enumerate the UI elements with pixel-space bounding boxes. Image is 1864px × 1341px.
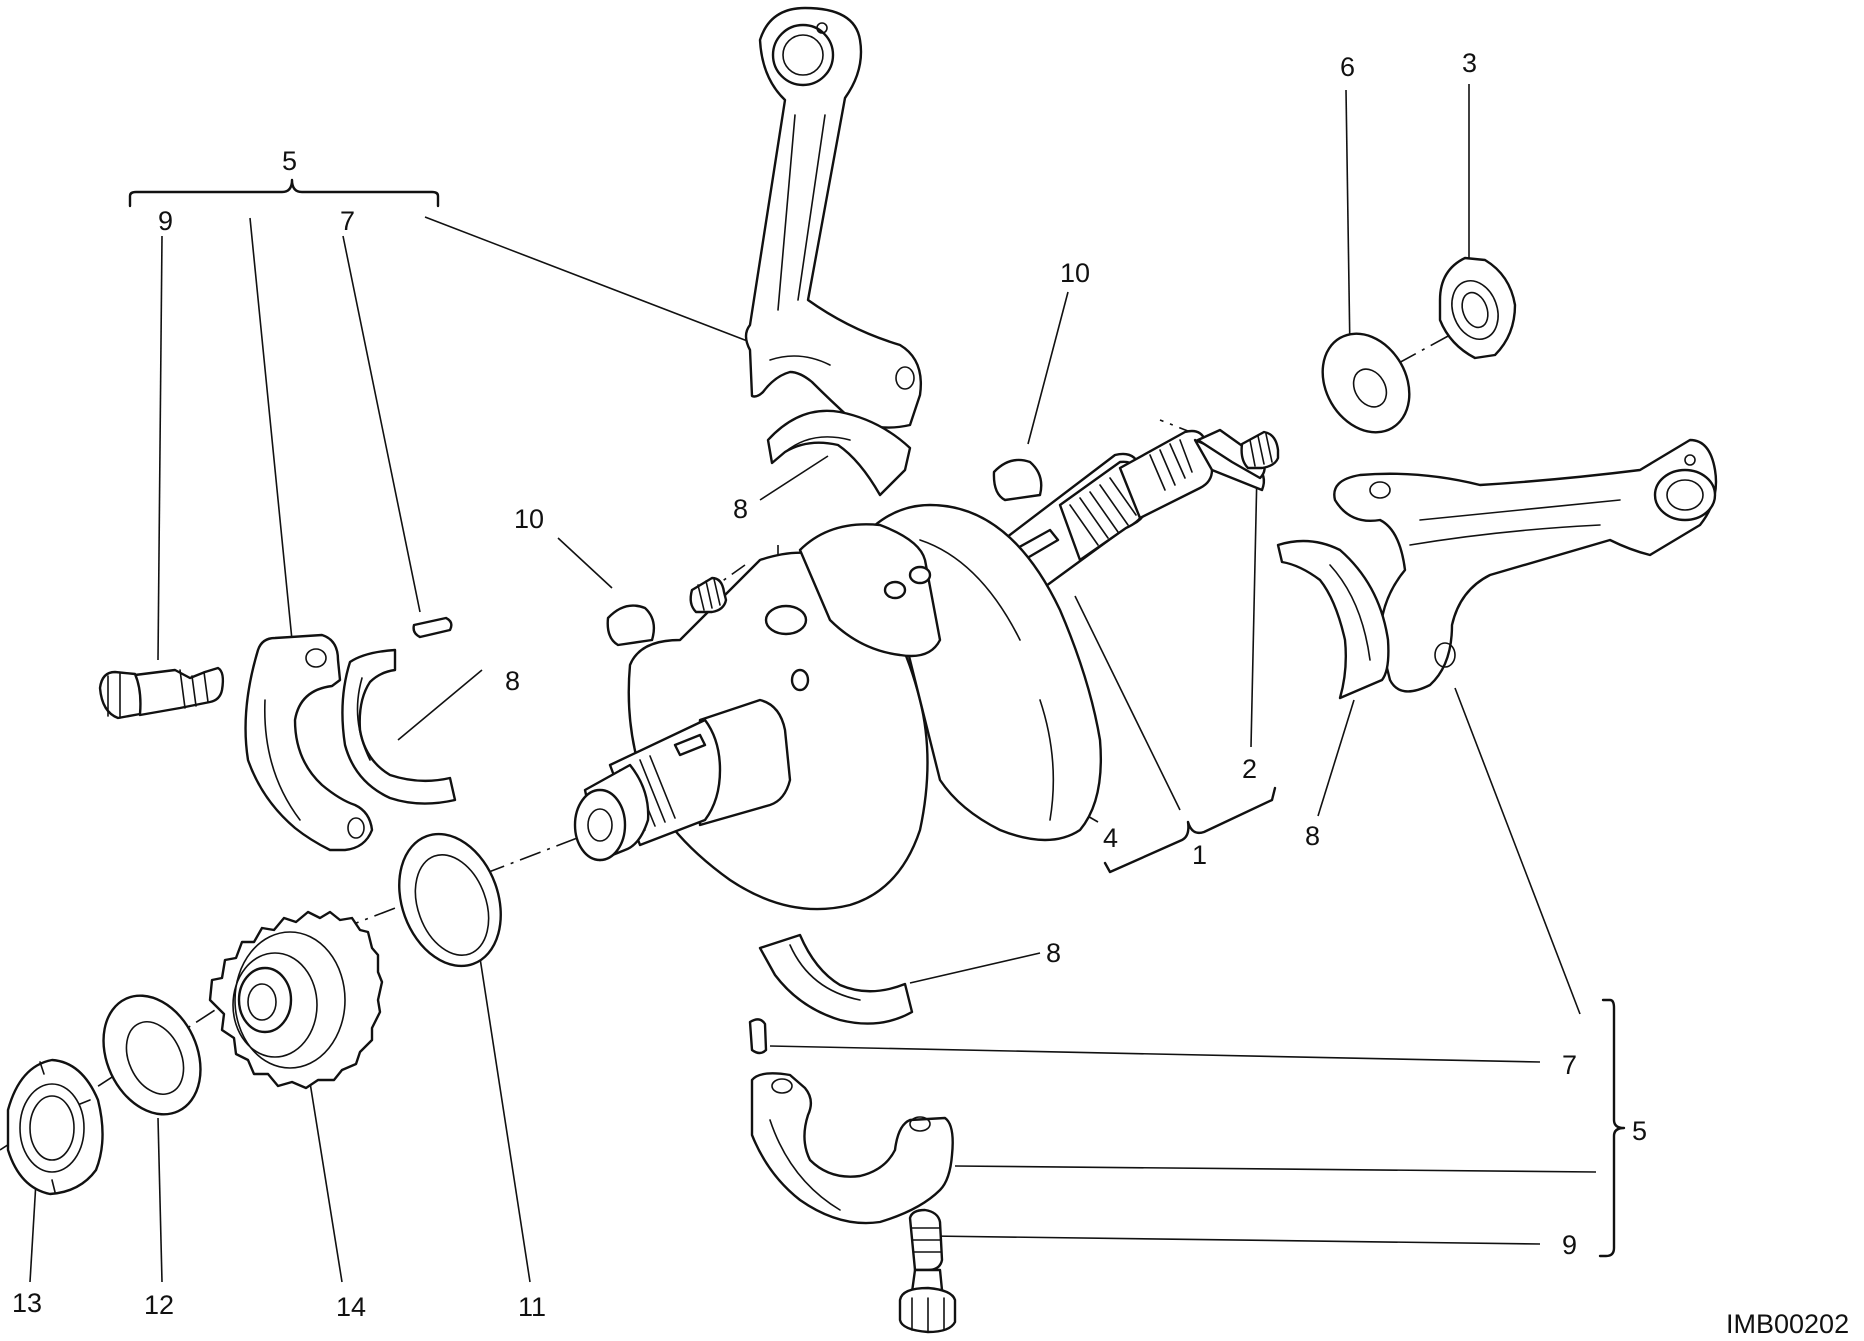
callout-pin7-left: 7 [340,206,355,236]
lock-washer-12 [102,994,202,1116]
callout-crankshaft1: 1 [1192,840,1207,870]
woodruff-key-center [992,458,1043,502]
callout-pin7-right: 7 [1562,1050,1577,1080]
connecting-rod-top [744,6,922,429]
callout-shell8-right: 8 [1305,821,1320,851]
callout-shell8-bottom: 8 [1046,938,1061,968]
callout-key10-center: 10 [1060,258,1090,288]
bearing-shell-right [1276,539,1390,700]
callout-bolt9-left: 9 [158,206,173,236]
callout-plug2: 2 [1242,754,1257,784]
nut-3 [1438,256,1517,360]
callout-bolt9-right: 9 [1562,1230,1577,1260]
callout-labels: 5 9 7 10 10 8 8 6 3 2 4 1 8 8 7 5 9 13 1… [12,48,1849,1339]
plug-2 [1240,430,1280,470]
bearing-shell-top [766,409,912,497]
dowel-pin-7-right [748,1018,768,1055]
bolt-9-bottom [898,1208,957,1334]
callout-set5-top: 5 [282,146,297,176]
set5-right-brace [1598,998,1626,1258]
con-rod-cap-left [244,633,374,852]
dowel-pin-7-left [412,616,453,639]
plug-4 [689,576,728,614]
callout-spacer11: 11 [518,1292,546,1322]
crankshaft1-brace [1103,786,1277,874]
set5-top-brace [128,178,440,208]
gear-14 [208,910,384,1090]
callout-ringnut13: 13 [12,1288,42,1318]
callout-gear14: 14 [336,1292,366,1322]
ring-nut-13 [6,1058,104,1196]
image-code: IMB00202 [1726,1309,1849,1339]
con-rod-cap-bottom [750,1072,954,1225]
woodruff-key-left [606,604,656,647]
callout-shell8-left: 8 [505,666,520,696]
bolt-9-left [98,666,225,720]
connecting-rod-right [1333,438,1718,693]
callout-washer6: 6 [1340,52,1355,82]
callout-set5-right: 5 [1632,1116,1647,1146]
group-braces [128,178,1626,1258]
crankshaft [573,428,1266,911]
bearing-shell-left [341,648,457,805]
callout-nut3: 3 [1462,48,1477,78]
callout-key10-left: 10 [514,504,544,534]
callout-shell8-top: 8 [733,494,748,524]
washer-6 [1321,332,1411,434]
bearing-shell-bottom [758,933,914,1025]
spacer-11 [398,832,502,968]
callout-lockwasher12: 12 [144,1290,174,1320]
callout-plug4: 4 [1103,823,1118,853]
